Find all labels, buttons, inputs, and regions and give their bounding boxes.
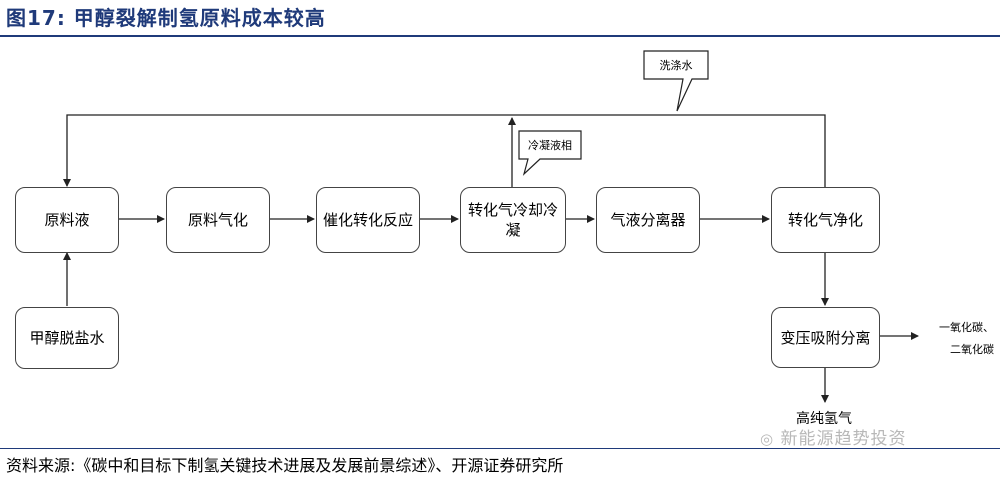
condensate-label: 冷凝液相 (528, 139, 572, 152)
node-separator: 气液分离器 (596, 187, 700, 253)
node-purification: 转化气净化 (771, 187, 880, 253)
node-cooling: 转化气冷却冷凝 (460, 187, 566, 253)
node-psa: 变压吸附分离 (771, 307, 880, 368)
output-co-label: 一氧化碳、 二氧化碳 (922, 320, 994, 358)
output-hydrogen: 高纯氢气 (796, 411, 852, 427)
source-note: 资料来源:《碳中和目标下制氢关键技术进展及发展前景综述》、开源证券研究所 (6, 456, 564, 475)
node-feed-liquid: 原料液 (15, 187, 119, 253)
condensate-callout-shape (518, 130, 582, 176)
recycle-loop (63, 114, 826, 187)
wash-water-callout-shape (643, 50, 709, 112)
node-methanol-water: 甲醇脱盐水 (15, 307, 119, 369)
figure-title: 图17: 甲醇裂解制氢原料成本较高 (6, 6, 326, 30)
watermark-text: 新能源趋势投资 (780, 429, 907, 449)
watermark: ◎ 新能源趋势投资 (760, 424, 907, 449)
top-rule (0, 35, 1000, 37)
bottom-rule (0, 448, 1000, 449)
output-co: 一氧化碳、 (939, 321, 994, 334)
node-catalytic-conversion: 催化转化反应 (316, 187, 420, 253)
output-co2: 二氧化碳 (950, 343, 994, 356)
node-feed-vaporize: 原料气化 (166, 187, 270, 253)
wash-water-label: 洗涤水 (659, 59, 693, 72)
wechat-icon: ◎ (760, 430, 775, 448)
